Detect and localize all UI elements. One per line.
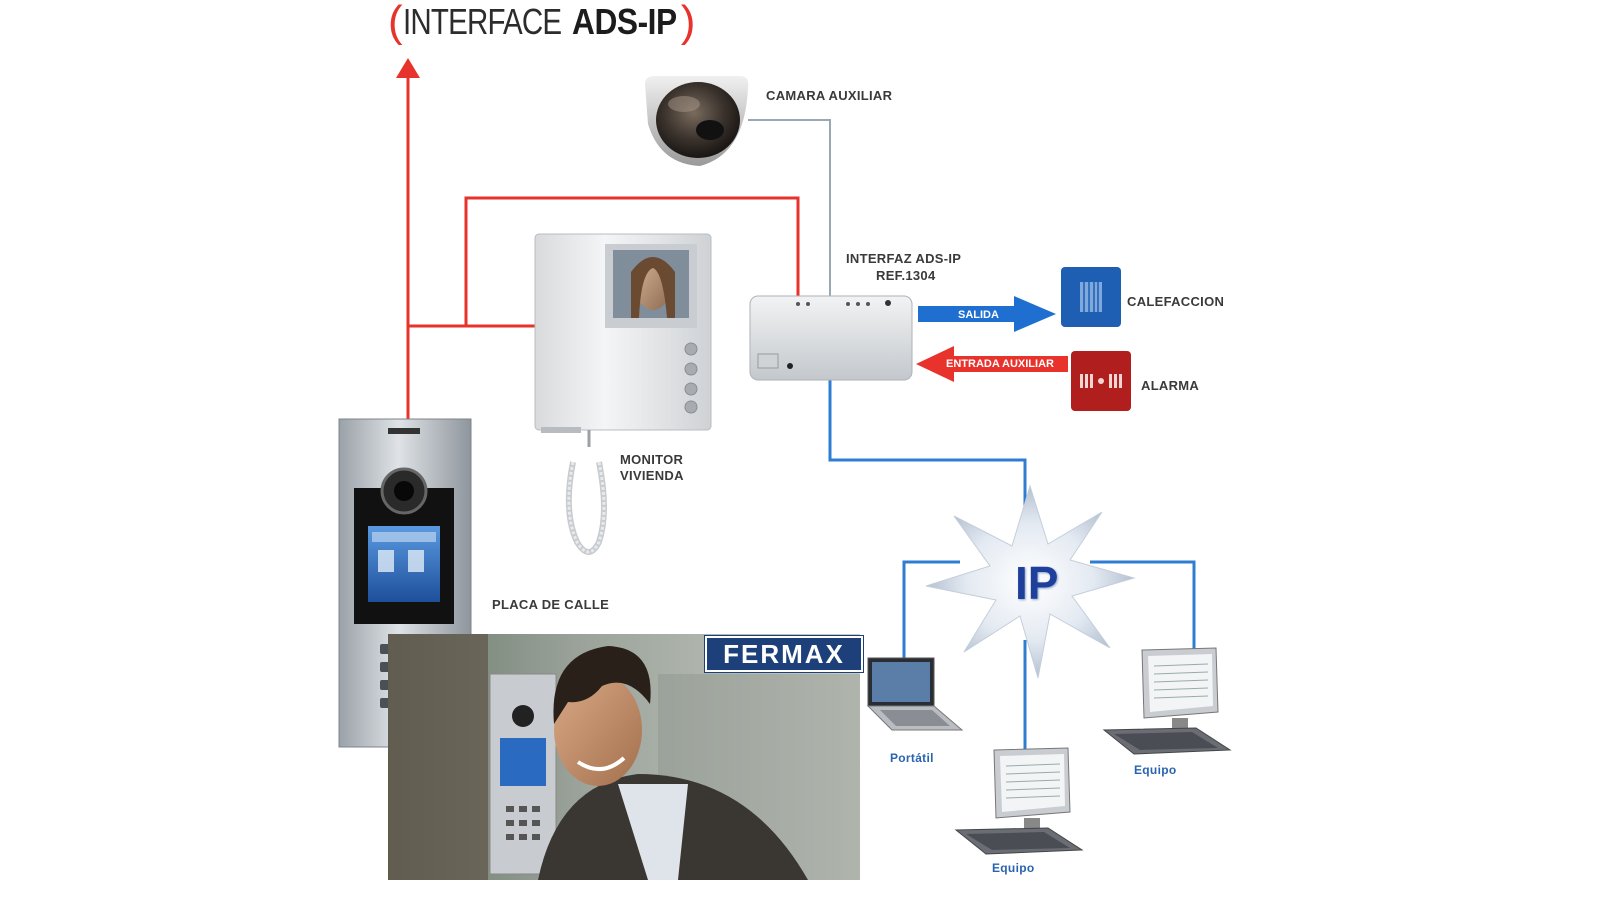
monitor-label-line1: MONITOR (620, 452, 684, 467)
camera-label: CAMARA AUXILIAR (766, 88, 893, 103)
computer-bottom-image (954, 747, 1084, 855)
output-arrow-label: SALIDA (958, 309, 999, 321)
heating-icon (1061, 267, 1121, 327)
home-monitor-image (534, 233, 712, 555)
input-arrow-label: ENTRADA AUXILIAR (946, 358, 1054, 370)
dome-camera-image (645, 76, 749, 166)
computer-bottom-label: Equipo (992, 861, 1035, 875)
alarm-label: ALARMA (1141, 378, 1200, 393)
laptop-label: Portátil (890, 751, 934, 765)
ip-label: IP (1015, 557, 1059, 609)
input-arrow (916, 346, 1068, 382)
fermax-logo: FERMAX (705, 636, 863, 672)
ads-ip-interface-device (749, 295, 913, 381)
street-panel-label: PLACA DE CALLE (492, 597, 610, 612)
laptop-image (866, 657, 964, 731)
red-up-arrowhead (396, 58, 420, 78)
computer-right-image (1102, 647, 1232, 755)
interface-label-line1: INTERFAZ ADS-IP (846, 251, 962, 266)
man-at-door-photo (388, 634, 860, 880)
diagram-title: ( INTERFACE ADS-IP ) (388, 0, 696, 46)
ip-network-burst (925, 484, 1136, 679)
output-arrow (918, 296, 1056, 332)
computer-right-label: Equipo (1134, 763, 1177, 777)
heating-label: CALEFACCION (1127, 294, 1225, 309)
interface-label-line2: REF.1304 (876, 268, 936, 283)
monitor-label-line2: VIVIENDA (620, 468, 684, 483)
alarm-icon (1071, 351, 1131, 411)
